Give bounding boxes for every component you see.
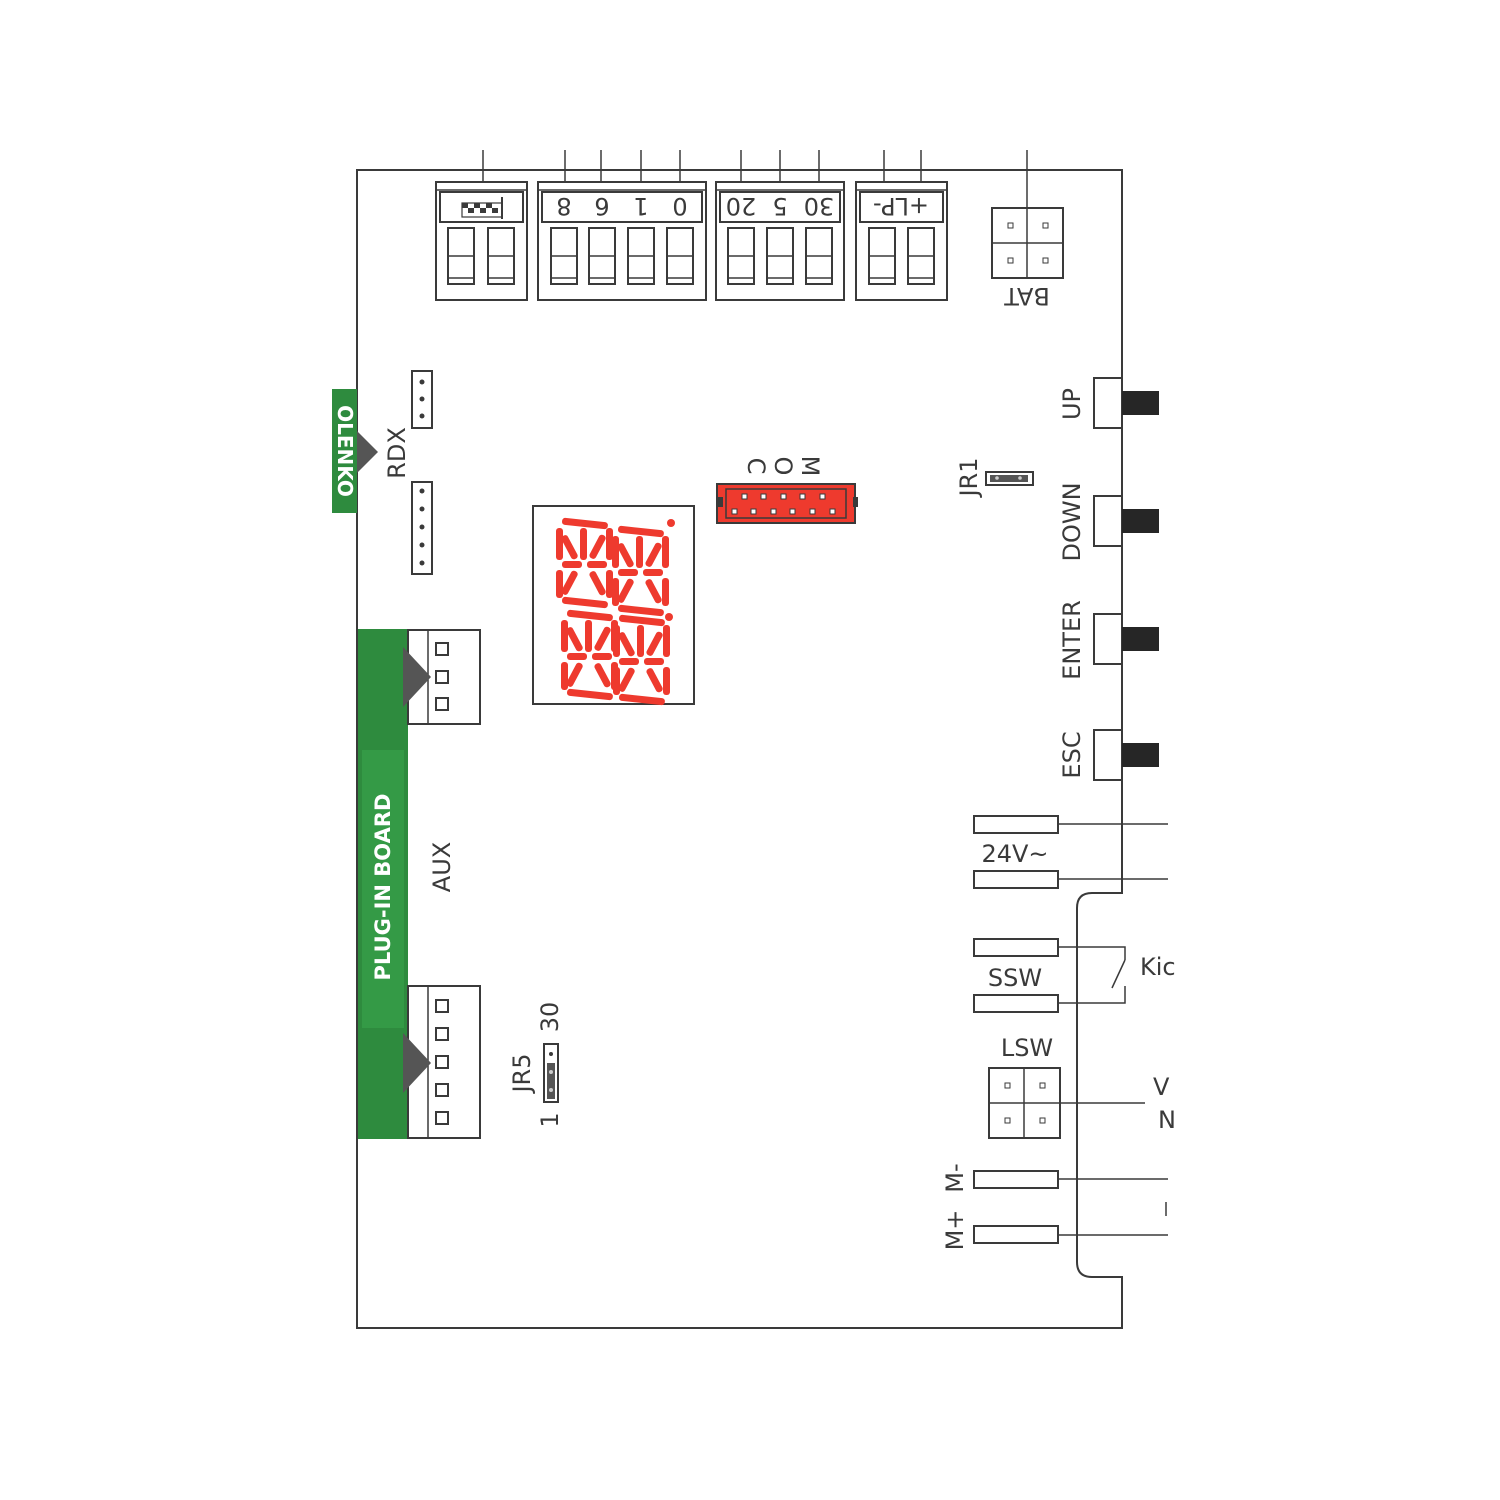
terminal-block-d: +LP- bbox=[855, 181, 948, 301]
plugin-board-label: PLUG-IN BOARD bbox=[371, 794, 395, 981]
up-button-label: UP bbox=[1058, 388, 1086, 420]
terminal-block-a bbox=[435, 181, 528, 301]
esc-button-label: ESC bbox=[1058, 731, 1086, 778]
jr1-label: JR1 bbox=[955, 457, 983, 498]
top-wire-leads bbox=[482, 150, 1028, 208]
com-letter-o: O bbox=[769, 457, 797, 476]
jr5-pin-30: 30 bbox=[536, 1002, 564, 1033]
label-lsw-side-top: V bbox=[1153, 1073, 1170, 1101]
aux-label: AUX bbox=[428, 842, 456, 892]
rdx-label: RDX bbox=[383, 427, 411, 479]
terminal-motor bbox=[973, 1170, 1168, 1244]
com-letter-m: M bbox=[796, 456, 824, 477]
terminal-block-b: 8 6 1 0 bbox=[537, 181, 707, 301]
green-tab-text: OLENKO bbox=[333, 405, 357, 497]
board-outline bbox=[356, 169, 1123, 1329]
jr5-label: JR5 bbox=[508, 1053, 536, 1094]
com-letter-c: C bbox=[742, 458, 770, 475]
enter-button[interactable] bbox=[1093, 613, 1159, 665]
display-digit-2 bbox=[612, 525, 669, 617]
terminal-label-30: 30 bbox=[804, 192, 835, 220]
rdx-header-bottom bbox=[411, 481, 433, 575]
rdx-header-top bbox=[411, 370, 433, 429]
terminal-ssw bbox=[973, 938, 1126, 1013]
label-ssw: SSW bbox=[988, 964, 1042, 992]
label-m-plus: M+ bbox=[941, 1210, 969, 1251]
display-digit-4 bbox=[613, 614, 670, 706]
label-m-minus: M- bbox=[941, 1163, 969, 1192]
terminal-label-1: 1 bbox=[633, 192, 648, 220]
jr5-jumper bbox=[543, 1043, 559, 1103]
segment-display bbox=[532, 505, 695, 706]
terminal-label-20: 20 bbox=[726, 192, 757, 220]
label-kick: Kic bbox=[1140, 953, 1176, 981]
terminal-block-c: 20 5 30 bbox=[715, 181, 845, 301]
aux-connector-bottom bbox=[403, 985, 481, 1139]
terminal-label-5: 5 bbox=[772, 192, 787, 220]
jr5-pin-1: 1 bbox=[536, 1112, 564, 1127]
enter-button-label: ENTER bbox=[1058, 600, 1086, 680]
com-connector bbox=[716, 483, 858, 524]
checkered-flag-icon bbox=[461, 197, 503, 219]
terminal-label-6: 6 bbox=[594, 192, 609, 220]
terminal-label-8: 8 bbox=[556, 192, 571, 220]
label-24v: 24V~ bbox=[981, 840, 1048, 868]
display-digit-1 bbox=[556, 517, 613, 609]
aux-connector-top bbox=[403, 629, 481, 725]
green-tab-top: OLENKO bbox=[332, 389, 378, 513]
esc-button[interactable] bbox=[1093, 729, 1159, 781]
down-button[interactable] bbox=[1093, 495, 1159, 547]
terminal-24v bbox=[973, 815, 1168, 889]
bat-connector: BAT bbox=[991, 207, 1064, 310]
lsw-connector bbox=[988, 1067, 1145, 1139]
jr1-jumper bbox=[985, 471, 1034, 486]
plugin-board: PLUG-IN BOARD bbox=[358, 629, 408, 1139]
bat-label: BAT bbox=[1004, 282, 1050, 310]
terminal-label-0: 0 bbox=[672, 192, 687, 220]
up-button[interactable] bbox=[1093, 377, 1159, 429]
label-lsw-side-bottom: N bbox=[1158, 1106, 1176, 1134]
label-lsw: LSW bbox=[1001, 1034, 1053, 1062]
down-button-label: DOWN bbox=[1058, 482, 1086, 561]
terminal-label-lp: +LP- bbox=[873, 192, 929, 220]
